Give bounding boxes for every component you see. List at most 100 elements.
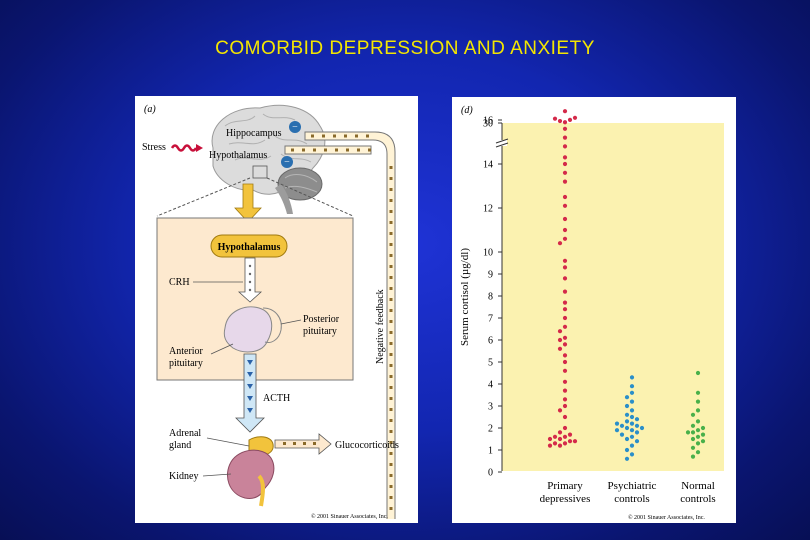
- stress-arrow-icon: [196, 144, 203, 152]
- data-point: [629, 421, 635, 426]
- feedback-dot: [311, 134, 314, 138]
- minus-hypothalamus-icon: [281, 156, 293, 168]
- hpa-axis-diagram: (a) Hippocampus Hypothalamus Stress − − …: [142, 104, 399, 520]
- data-point: [562, 368, 568, 373]
- feedback-dot: [389, 474, 393, 477]
- data-point: [700, 439, 706, 444]
- data-point: [619, 432, 625, 437]
- feedback-dot: [389, 507, 393, 510]
- feedback-dot: [389, 298, 393, 301]
- zoom-line-right: [266, 177, 354, 217]
- posterior-leader-line: [280, 319, 302, 325]
- data-point: [690, 412, 696, 417]
- panel-label-d: (d): [461, 105, 473, 116]
- data-point: [557, 329, 563, 334]
- feedback-dot: [389, 232, 393, 235]
- feedback-dot: [389, 243, 393, 246]
- minus-hippocampus-icon: [289, 121, 301, 133]
- data-point: [639, 425, 645, 431]
- data-point: [562, 289, 568, 294]
- ureter-shape: [257, 474, 265, 507]
- feedback-dot: [333, 134, 336, 138]
- x-category-label: controls: [614, 493, 649, 505]
- feedback-dot: [389, 276, 393, 279]
- data-point: [552, 434, 558, 439]
- data-point: [562, 342, 568, 347]
- data-point: [557, 346, 563, 351]
- data-point: [695, 408, 701, 413]
- data-point: [624, 419, 630, 424]
- feedback-dot: [344, 134, 347, 138]
- feedback-dot: [389, 496, 393, 499]
- data-point: [562, 379, 568, 384]
- data-point: [700, 425, 706, 431]
- data-point: [562, 236, 568, 241]
- y-tick-label: 10: [483, 248, 493, 259]
- slide-title: COMORBID DEPRESSION AND ANXIETY: [215, 38, 595, 59]
- zoom-line-left: [156, 177, 251, 217]
- y-tick-label: 5: [488, 358, 493, 369]
- chart-copyright: © 2001 Sinauer Associates, Inc.: [628, 514, 705, 521]
- acth-arrow-icon: [235, 353, 265, 433]
- data-point: [690, 454, 696, 459]
- data-point: [634, 423, 640, 428]
- data-point: [695, 450, 701, 455]
- data-point: [562, 161, 568, 167]
- hypothalamus-top-label: Hypothalamus: [209, 150, 267, 161]
- data-point: [562, 170, 568, 175]
- panel-label-a: (a): [144, 104, 156, 115]
- y-tick-label: 16: [483, 116, 493, 127]
- data-point: [562, 155, 568, 160]
- data-point: [557, 241, 563, 246]
- feedback-dot: [389, 199, 393, 202]
- feedback-dot: [389, 287, 393, 290]
- feedback-dot: [389, 265, 393, 268]
- data-point: [562, 353, 568, 358]
- data-point: [562, 216, 568, 222]
- feedback-dot: [346, 148, 349, 152]
- data-point: [634, 439, 640, 444]
- data-point: [562, 324, 568, 329]
- data-point: [552, 116, 558, 121]
- data-point: [562, 120, 568, 125]
- kidney-leader-line: [202, 473, 232, 477]
- data-point: [695, 428, 701, 433]
- data-point: [624, 403, 630, 409]
- feedback-dot: [389, 463, 393, 466]
- data-point: [614, 428, 620, 433]
- data-point: [624, 425, 630, 431]
- data-point: [624, 447, 630, 453]
- data-point: [562, 414, 568, 420]
- data-point: [557, 118, 563, 124]
- x-category-label: Normal: [681, 480, 715, 492]
- adrenal-gland-label-1: Adrenal: [169, 428, 201, 439]
- stress-label: Stress: [142, 142, 166, 153]
- data-point: [695, 399, 701, 404]
- data-point: [685, 430, 691, 435]
- feedback-dot: [335, 148, 338, 152]
- data-point: [562, 441, 568, 446]
- data-point: [547, 436, 553, 442]
- data-point: [562, 434, 568, 439]
- data-point: [562, 307, 568, 312]
- feedback-dot: [313, 148, 316, 152]
- data-point: [629, 384, 635, 389]
- data-point: [629, 434, 635, 439]
- minus-hypothalamus-sign: −: [284, 157, 290, 168]
- feedback-dot: [389, 331, 393, 334]
- data-point: [562, 335, 568, 340]
- y-tick-label: 4: [488, 380, 493, 391]
- feedback-dot: [389, 408, 393, 411]
- negative-feedback-channel: [284, 131, 396, 519]
- x-category-label: controls: [680, 493, 715, 505]
- data-point: [629, 428, 635, 433]
- y-tick-label: 2: [488, 424, 493, 435]
- data-points: [547, 74, 706, 461]
- crh-dots: [248, 264, 252, 292]
- y-tick-label: 1: [488, 446, 493, 457]
- posterior-pituitary-shape: [262, 307, 282, 343]
- data-point: [562, 227, 568, 233]
- hypothalamus-node-label: Hypothalamus: [218, 242, 281, 253]
- feedback-dot: [366, 134, 369, 138]
- feedback-dot: [389, 430, 393, 433]
